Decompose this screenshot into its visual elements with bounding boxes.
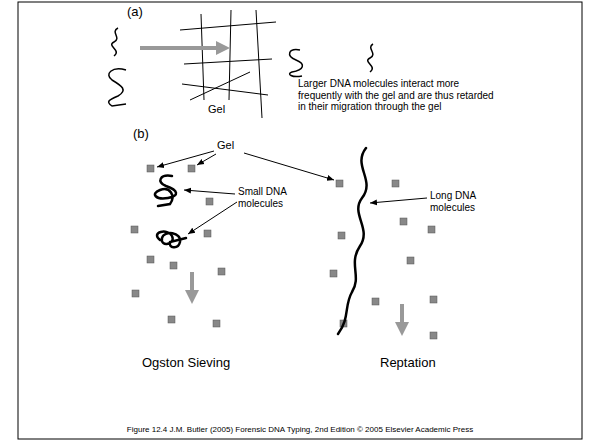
- gel-particles: [131, 165, 437, 339]
- gel-grid: [180, 10, 276, 118]
- leader-lines: [157, 151, 427, 234]
- leader-line: [244, 153, 334, 180]
- mechanism-label: Reptation: [380, 356, 436, 371]
- long-dna: [338, 148, 367, 334]
- migration-arrow: [190, 272, 194, 292]
- mechanism-label: Ogston Sieving: [142, 356, 230, 371]
- small-dna: [157, 232, 186, 248]
- leader-line: [197, 154, 216, 165]
- arrow-head: [185, 290, 199, 304]
- gel-particle: [147, 165, 154, 172]
- gel-particle: [430, 296, 437, 303]
- gel-particle: [147, 256, 154, 263]
- gel-label: Gel: [207, 103, 226, 116]
- molecule-label: Small DNA molecules: [238, 186, 298, 209]
- panel-letter: (a): [127, 5, 143, 20]
- small-dna: [155, 176, 176, 206]
- gel-fiber: [256, 10, 262, 118]
- gel-particle: [132, 290, 139, 297]
- gel-particle: [204, 230, 211, 237]
- migration-arrow: [140, 46, 218, 50]
- leader-line: [370, 198, 427, 203]
- small-dna: [368, 44, 373, 72]
- gel-particle: [206, 198, 213, 205]
- arrow-head: [216, 41, 230, 55]
- figure-caption: Figure 12.4 J.M. Butler (2005) Forensic …: [22, 425, 578, 434]
- leader-line: [188, 202, 237, 234]
- gel-fiber: [180, 22, 276, 30]
- large-dna: [109, 69, 126, 106]
- gel-particle: [392, 180, 399, 187]
- gel-particle: [213, 320, 220, 327]
- leader-line: [184, 190, 235, 194]
- gel-fiber: [184, 59, 272, 64]
- gel-fiber: [229, 10, 231, 100]
- gel-particle: [372, 298, 379, 305]
- gel-particle: [428, 226, 435, 233]
- gel-particle: [168, 316, 175, 323]
- gel-fiber: [182, 84, 268, 95]
- gel-particle: [330, 270, 337, 277]
- arrow-head: [395, 322, 409, 336]
- gel-label: Gel: [216, 139, 235, 152]
- gel-particle: [218, 268, 225, 275]
- gel-particle: [430, 332, 437, 339]
- small-dna-molecules: [155, 176, 186, 248]
- large-dna: [290, 50, 303, 77]
- leader-line: [157, 151, 214, 167]
- gel-particle: [338, 232, 345, 239]
- gel-fiber: [190, 72, 250, 100]
- gel-particle: [131, 226, 138, 233]
- explanation-note: Larger DNA molecules interact more frequ…: [298, 78, 494, 113]
- frame: [18, 2, 582, 439]
- gel-particle: [400, 218, 407, 225]
- small-dna: [112, 28, 118, 56]
- gel-particle: [188, 165, 195, 172]
- panel-letter: (b): [133, 127, 149, 142]
- molecule-label: Long DNA molecules: [430, 190, 490, 213]
- gel-particle: [170, 262, 177, 269]
- gel-particle: [407, 257, 414, 264]
- gel-particle: [336, 180, 343, 187]
- migration-arrow: [400, 304, 404, 324]
